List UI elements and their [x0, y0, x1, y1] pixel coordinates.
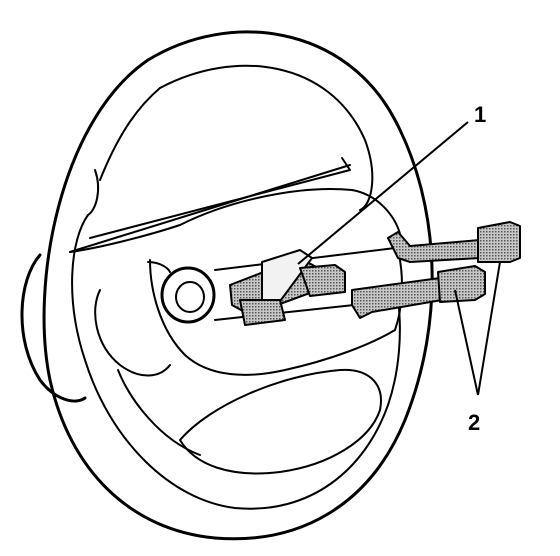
callout-2: 2: [468, 410, 480, 435]
leader-line-2: [454, 261, 501, 396]
steering-column: [20, 253, 87, 403]
wheel-hub-upper: [69, 157, 403, 253]
hub-bolt-hole: [160, 266, 216, 324]
switch-assembly: [229, 249, 346, 326]
connector-upper: [387, 221, 521, 263]
steering-wheel-rim: [42, 30, 434, 541]
leader-line-1: [297, 121, 469, 265]
connector-lower: [351, 265, 486, 319]
callout-1: 1: [474, 102, 486, 127]
